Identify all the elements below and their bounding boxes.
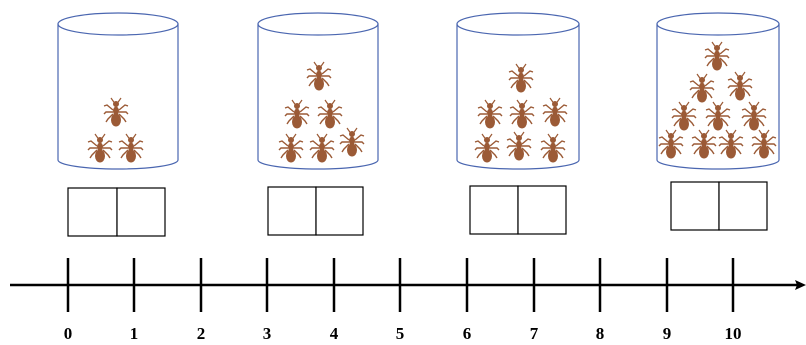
tick-label-5: 5	[396, 324, 405, 343]
ant-icon	[671, 101, 697, 132]
ant-icon	[339, 127, 365, 158]
ant-icon	[317, 99, 343, 130]
tick-label-6: 6	[463, 324, 472, 343]
answer-box-ones[interactable]	[315, 186, 364, 236]
jar-outline	[656, 24, 780, 170]
ant-icon	[727, 71, 753, 102]
answer-box-tens[interactable]	[67, 187, 118, 237]
ant-icon	[658, 129, 684, 160]
ant-icon	[689, 73, 715, 104]
tick-label-1: 1	[130, 324, 139, 343]
answer-box-3[interactable]	[469, 185, 567, 235]
ant-icon	[309, 133, 335, 164]
ant-icon	[705, 101, 731, 132]
jar-4	[656, 12, 780, 170]
ant-icon	[540, 133, 566, 164]
tick-label-10: 10	[725, 324, 742, 343]
jar-rim	[456, 12, 580, 36]
answer-box-ones[interactable]	[517, 185, 567, 235]
ant-icon	[751, 129, 777, 160]
jar-outline	[456, 24, 580, 170]
answer-box-2[interactable]	[267, 186, 364, 236]
ant-icon	[87, 133, 113, 164]
ant-icon	[509, 99, 535, 130]
ant-group	[87, 97, 144, 164]
jar-rim	[656, 12, 780, 36]
ant-icon	[284, 99, 310, 130]
answer-box-ones[interactable]	[718, 181, 768, 231]
tick-label-7: 7	[530, 324, 539, 343]
tick-label-0: 0	[64, 324, 73, 343]
ant-group	[474, 63, 568, 164]
ant-icon	[704, 41, 730, 72]
ant-icon	[103, 97, 129, 128]
ant-icon	[118, 133, 144, 164]
number-line: 0 1 2 3 4 5 6 7 8 9 10	[10, 258, 806, 343]
answer-box-1[interactable]	[67, 187, 166, 237]
jar-outline	[57, 24, 179, 170]
ant-group	[278, 61, 365, 164]
answer-box-ones[interactable]	[116, 187, 166, 237]
tick-label-4: 4	[330, 324, 339, 343]
answer-box-tens[interactable]	[469, 185, 519, 235]
ant-group	[658, 41, 777, 160]
ant-icon	[477, 99, 503, 130]
ant-icon	[506, 131, 532, 162]
ant-icon	[691, 129, 717, 160]
answer-box-4[interactable]	[670, 181, 768, 231]
ant-icon	[278, 133, 304, 164]
jar-rim	[57, 12, 179, 36]
ant-icon	[542, 97, 568, 128]
tick-label-2: 2	[197, 324, 206, 343]
ant-icon	[508, 63, 534, 94]
ant-icon	[741, 101, 767, 132]
tick-label-3: 3	[263, 324, 272, 343]
answer-box-tens[interactable]	[267, 186, 317, 236]
ant-icon	[306, 61, 332, 92]
answer-box-tens[interactable]	[670, 181, 720, 231]
tick-label-8: 8	[596, 324, 605, 343]
ant-icon	[718, 129, 744, 160]
jar-rim	[257, 12, 379, 36]
jar-2	[257, 12, 379, 170]
ant-icon	[474, 133, 500, 164]
jar-outline	[257, 24, 379, 170]
jar-3	[456, 12, 580, 170]
arrow-head-icon	[795, 280, 806, 290]
jar-1	[57, 12, 179, 170]
tick-label-9: 9	[663, 324, 672, 343]
